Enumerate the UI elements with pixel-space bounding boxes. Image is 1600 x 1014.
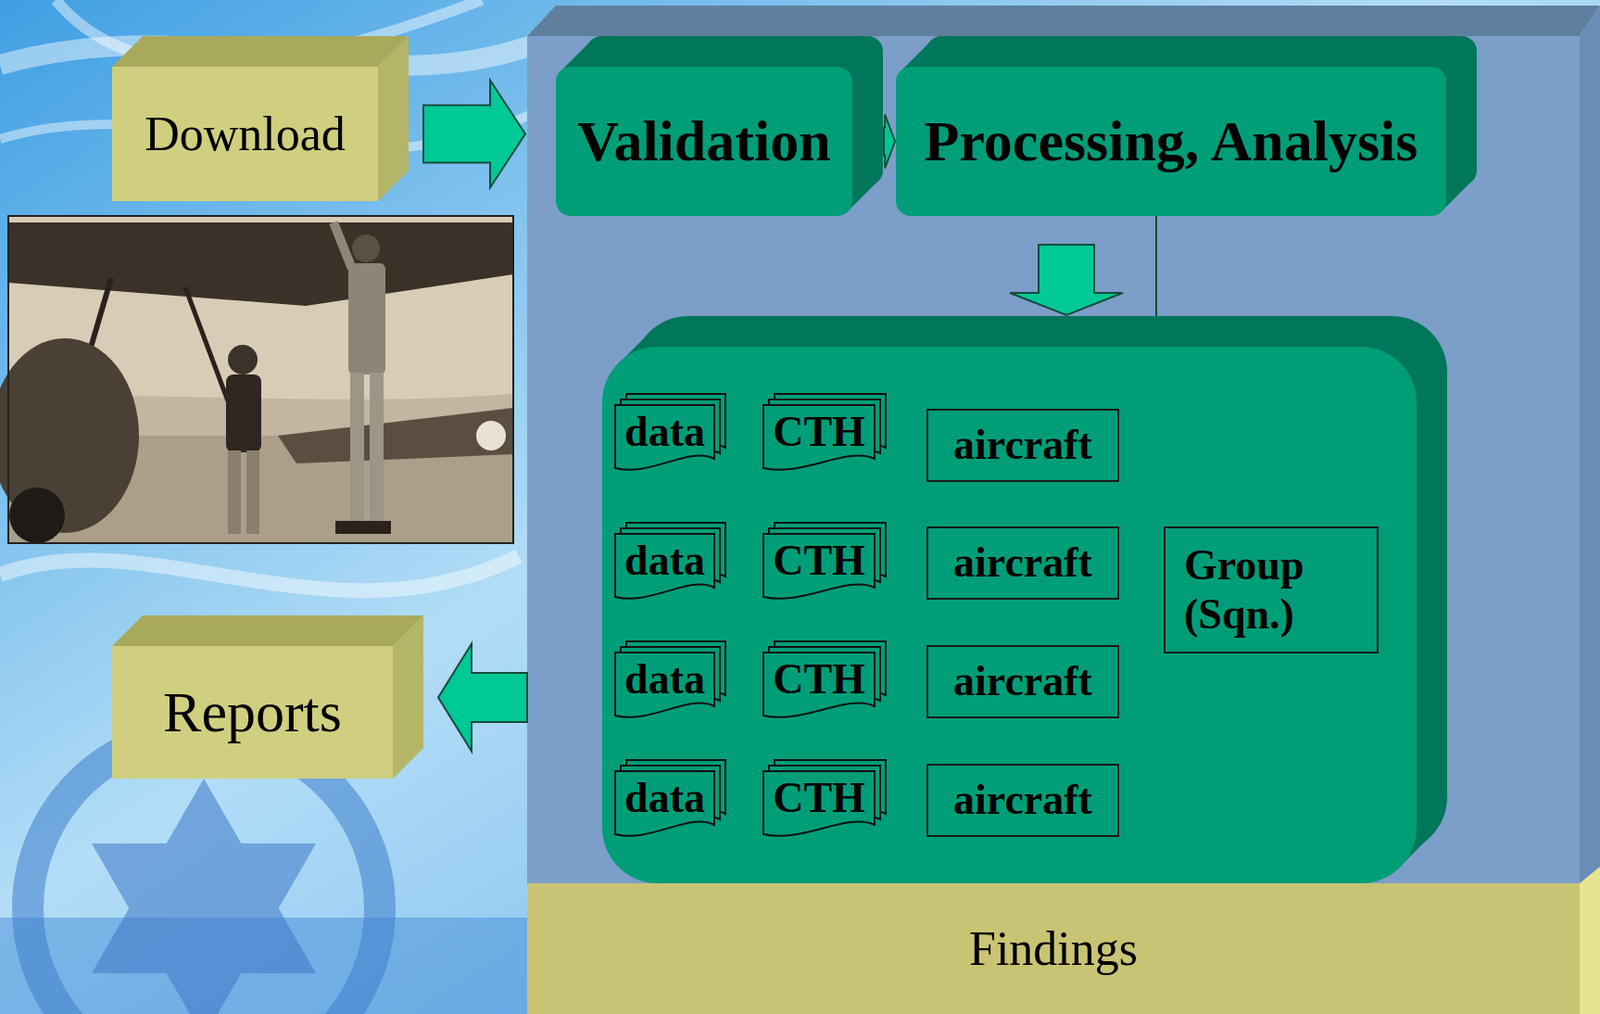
box-label: aircraft xyxy=(953,775,1093,825)
box-label: CTH xyxy=(772,407,866,457)
flow-arrow xyxy=(1155,215,1158,316)
findings-band: Findings xyxy=(527,882,1580,1014)
document-icon: data xyxy=(615,393,726,472)
box-label: Reports xyxy=(163,679,342,745)
process-box: Download xyxy=(112,66,378,202)
entity-box: aircraft xyxy=(926,526,1120,600)
document-icon: CTH xyxy=(763,641,886,719)
document-icon: data xyxy=(615,522,726,601)
entity-box: aircraft xyxy=(926,644,1120,719)
entity-box: aircraft xyxy=(926,763,1120,837)
entity-box: aircraft xyxy=(926,408,1120,482)
document-icon: CTH xyxy=(763,393,886,472)
box-label: Validation xyxy=(577,108,831,175)
flow-arrow xyxy=(438,643,528,752)
flow-arrow xyxy=(423,80,526,189)
entity-box: Group (Sqn.) xyxy=(1163,526,1379,654)
box-label: Findings xyxy=(969,920,1138,977)
flow-arrow xyxy=(883,114,895,169)
box-label: data xyxy=(624,536,706,586)
box-label: data xyxy=(624,655,706,705)
document-icon: CTH xyxy=(763,522,886,601)
photo xyxy=(0,215,514,543)
document-icon: CTH xyxy=(763,759,886,838)
box-label: aircraft xyxy=(953,420,1093,470)
system-panel xyxy=(527,5,1600,1014)
data-store-panel: dataCTHaircraftdataCTHaircraftGroup (Sqn… xyxy=(602,346,1417,883)
flow-arrow xyxy=(1009,244,1123,315)
emblem-watermark xyxy=(27,731,380,1014)
box-label: Group (Sqn.) xyxy=(1184,541,1355,640)
box-label: Download xyxy=(144,106,346,163)
document-icon: data xyxy=(615,641,726,719)
process-box: Processing, Analysis xyxy=(895,66,1447,216)
box-label: data xyxy=(624,407,706,457)
box-label: CTH xyxy=(772,536,866,586)
box-label: Processing, Analysis xyxy=(924,108,1419,175)
process-box: Validation xyxy=(555,66,853,216)
process-box: Reports xyxy=(112,645,393,779)
document-icon: data xyxy=(615,759,726,838)
box-label: aircraft xyxy=(953,538,1093,588)
box-label: CTH xyxy=(772,655,866,705)
box-label: CTH xyxy=(772,773,866,823)
box-label: data xyxy=(624,773,706,823)
box-label: aircraft xyxy=(953,656,1093,706)
